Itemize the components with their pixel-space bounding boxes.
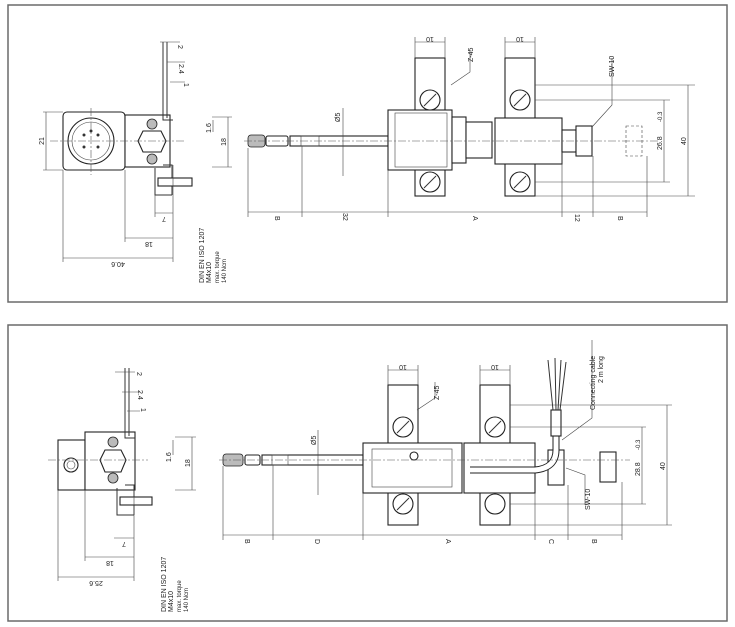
svg-text:max. torque: max. torque xyxy=(215,251,221,283)
roller-icon xyxy=(107,472,119,484)
label-cable-length: 2 m long xyxy=(598,356,605,383)
screw-icon xyxy=(392,416,506,515)
mount-bracket xyxy=(154,42,173,196)
screw-note: DIN EN ISO 1207 M4x10 max. torque 140 Nc… xyxy=(161,557,190,612)
label-z45: Z-45 xyxy=(434,386,441,401)
label-sw10: SW-10 xyxy=(585,489,592,510)
dim-18-horizontal: 18 xyxy=(106,559,114,566)
sw10-nut xyxy=(599,451,617,483)
dim-10-right: 10 xyxy=(491,363,499,370)
dim-diameter-5: Ø5 xyxy=(335,113,342,122)
m4-screw xyxy=(157,177,193,187)
svg-text:max. torque: max. torque xyxy=(177,580,183,612)
front-view-sensor-cable: 10 10 Z-45 SW-10 Connecting cable 2 m lo… xyxy=(219,340,672,544)
svg-text:DIN EN ISO 1207: DIN EN ISO 1207 xyxy=(199,228,206,283)
svg-text:M4x10: M4x10 xyxy=(206,262,213,283)
dim-10-left: 10 xyxy=(399,363,407,370)
dim-18-vertical: 18 xyxy=(221,138,228,146)
panel-top: 21 18 1.6 2 2.4 1 7 18 40.6 DIN EN ISO 1… xyxy=(7,4,728,303)
m4-screw xyxy=(119,496,153,506)
side-view-mount: 2 2.4 1 1.6 18 7 18 25.6 DIN EN ISO 1207… xyxy=(48,368,196,612)
dim-1-6: 1.6 xyxy=(206,123,213,133)
mount-bracket xyxy=(116,368,135,516)
dim-2-4: 2.4 xyxy=(177,64,184,74)
dim-2-4: 2.4 xyxy=(136,390,143,400)
dim-18-horizontal: 18 xyxy=(145,240,153,247)
dim-2: 2 xyxy=(135,372,142,376)
dim-a: A xyxy=(444,539,451,544)
dim-1: 1 xyxy=(182,83,189,87)
dim-26-8: 26.8 xyxy=(657,136,664,150)
dim-b-right: B xyxy=(616,216,623,221)
screw-icon xyxy=(419,89,531,193)
dim-7: 7 xyxy=(122,540,126,547)
roller-icon xyxy=(146,153,158,165)
label-sw10: SW-10 xyxy=(609,56,616,77)
label-z45: Z-45 xyxy=(468,48,475,63)
svg-text:140 Ncm: 140 Ncm xyxy=(184,588,190,612)
screw-note: DIN EN ISO 1207 M4x10 max. torque 140 Nc… xyxy=(199,228,228,283)
dim-b-left: B xyxy=(243,539,250,544)
cable-wires xyxy=(547,357,567,411)
dim-10-right: 10 xyxy=(516,35,524,42)
roller-icon xyxy=(146,118,158,130)
dim-1: 1 xyxy=(139,408,146,412)
dim-d: D xyxy=(313,539,320,544)
dim-c: C xyxy=(547,539,554,544)
sensor-body-front xyxy=(362,442,463,494)
dim-1-6: 1.6 xyxy=(166,452,173,462)
svg-text:140 Ncm: 140 Ncm xyxy=(222,259,228,283)
dim-b-left: B xyxy=(273,216,280,221)
hex-nut-icon xyxy=(99,449,127,473)
dim-40: 40 xyxy=(681,137,688,145)
dim-diameter-5: Ø5 xyxy=(311,436,318,445)
roller-icon xyxy=(107,436,119,448)
dim-32: 32 xyxy=(341,213,348,221)
dim-7: 7 xyxy=(162,215,166,222)
tolerance: -0.3 xyxy=(658,111,664,122)
dim-10-left: 10 xyxy=(426,35,434,42)
dim-2: 2 xyxy=(176,45,183,49)
label-connecting-cable: Connecting cable xyxy=(590,356,597,410)
tolerance: -0.3 xyxy=(636,439,642,450)
dim-40: 40 xyxy=(660,462,667,470)
dim-12: 12 xyxy=(573,214,580,222)
dim-40-6: 40.6 xyxy=(111,260,125,267)
svg-text:M4x10: M4x10 xyxy=(168,591,175,612)
set-screw-icon xyxy=(409,451,419,461)
dim-25-6: 25.6 xyxy=(89,579,103,586)
dim-a: A xyxy=(471,216,478,221)
sensor-body-front xyxy=(387,109,453,171)
front-view-sensor: 10 10 Z-45 SW-10 Ø5 26.8 -0.3 40 B 32 A … xyxy=(244,35,695,222)
panel-bottom: 2 2.4 1 1.6 18 7 18 25.6 DIN EN ISO 1207… xyxy=(7,324,728,622)
dim-b-right: B xyxy=(590,539,597,544)
hex-nut-icon xyxy=(137,130,167,153)
dim-21: 21 xyxy=(39,137,46,145)
side-view-connector: 21 18 1.6 2 2.4 1 7 18 40.6 DIN EN ISO 1… xyxy=(39,41,232,283)
dim-28-8: 28.8 xyxy=(635,462,642,476)
svg-text:DIN EN ISO 1207: DIN EN ISO 1207 xyxy=(161,557,168,612)
dim-18-vertical: 18 xyxy=(185,459,192,467)
